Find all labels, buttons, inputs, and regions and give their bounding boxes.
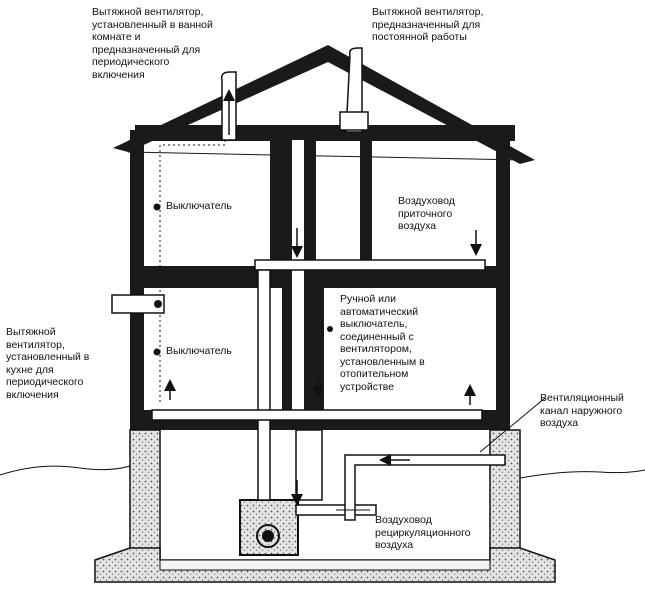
- attic-floor: [135, 125, 515, 141]
- label-recirc-duct: Воздуховод рециркуляционного воздуха: [375, 514, 471, 551]
- kitchen-wall-fan: [111, 294, 165, 314]
- upper-partition-right: [360, 140, 372, 265]
- upper-partition-left: [270, 140, 282, 288]
- roof-fan-bathroom: [220, 71, 237, 141]
- right-wall: [496, 140, 510, 430]
- label-fan-permanent: Вытяжной вентилятор, предназначенный для…: [372, 6, 484, 43]
- foundation: [94, 429, 556, 583]
- flow-arrows: [164, 228, 482, 506]
- label-switch-upper: Выключатель: [166, 200, 232, 212]
- ground-line-right: [509, 469, 645, 481]
- label-fan-kitchen: Вытяжной вентилятор, установленный в кух…: [6, 326, 90, 401]
- roof-fan-permanent: [339, 47, 369, 133]
- label-fan-bathroom: Вытяжной вентилятор, установленный в ван…: [92, 6, 213, 81]
- label-manual-switch: Ручной или автоматический выключатель, с…: [340, 293, 425, 393]
- intermediate-floor: [144, 266, 496, 288]
- switch-lower-icon: [153, 348, 161, 356]
- left-wall: [130, 130, 144, 430]
- label-switch-lower: Выключатель: [166, 345, 232, 357]
- ground-line-left: [0, 465, 131, 476]
- duct-network: [151, 259, 506, 521]
- label-supply-duct: Воздуховод приточного воздуха: [398, 195, 455, 232]
- lower-partition: [316, 288, 324, 418]
- roof: [113, 45, 535, 164]
- switch-upper-icon: [153, 203, 161, 211]
- furnace: [239, 499, 299, 556]
- label-outdoor-channel: Вентиляционный канал наружного воздуха: [540, 392, 624, 429]
- leader-lines: [336, 397, 546, 511]
- manual-switch-icon: [327, 326, 333, 332]
